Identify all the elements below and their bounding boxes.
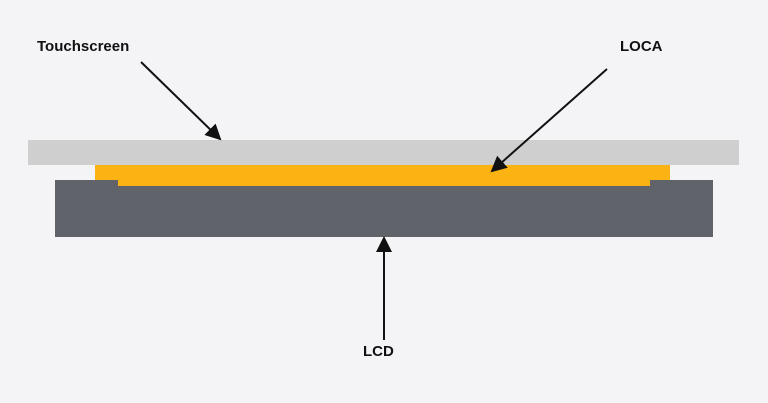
lcd-label: LCD bbox=[363, 343, 394, 360]
touchscreen-label: Touchscreen bbox=[37, 38, 130, 55]
loca-label: LOCA bbox=[620, 38, 663, 55]
lcd-layer bbox=[55, 180, 713, 237]
loca-arrow bbox=[490, 68, 608, 173]
loca-layer bbox=[95, 165, 670, 186]
touchscreen-layer bbox=[28, 140, 739, 165]
touchscreen-arrow bbox=[140, 61, 222, 141]
